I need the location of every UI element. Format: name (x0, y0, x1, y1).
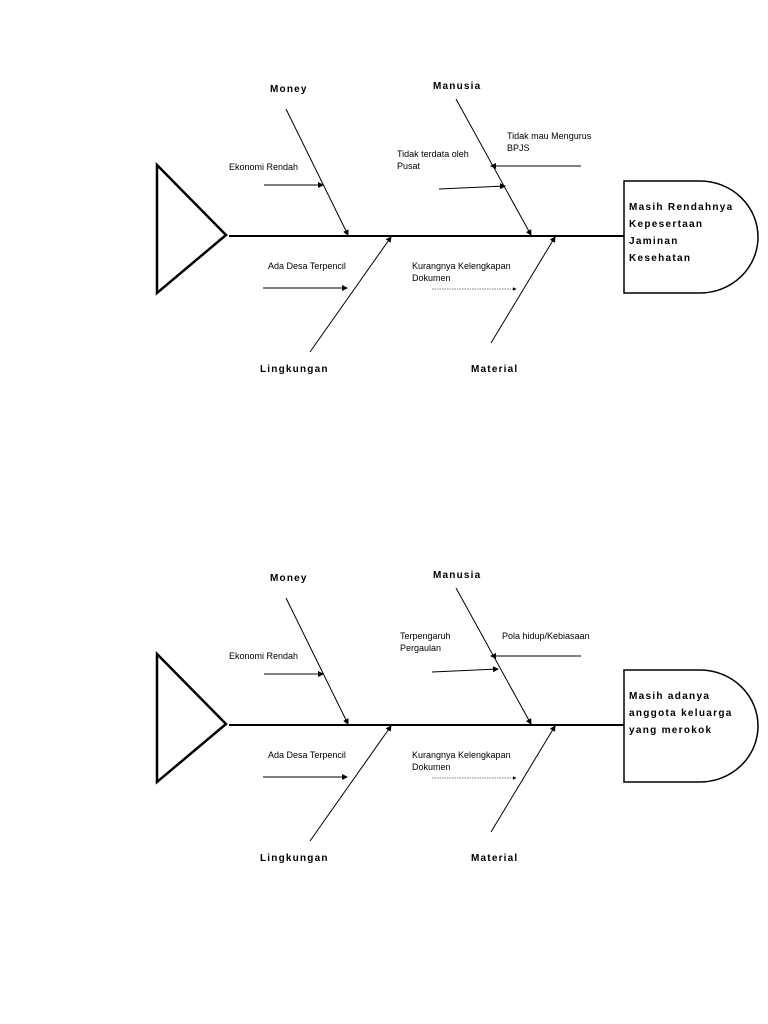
cause-label-manusia-left: Pusat (397, 161, 421, 171)
cause-arrow-manusia-left (438, 183, 506, 190)
cause-label-manusia-right: BPJS (507, 143, 530, 153)
bone-material (490, 725, 556, 833)
problem-statement-line: yang merokok (629, 725, 712, 736)
cause-label-manusia-right: Pola hidup/Kebiasaan (502, 631, 590, 641)
fishbone-diagram-1: Money Manusia Lingkungan Material Ekonom… (155, 81, 759, 375)
fish-head-box (623, 180, 759, 294)
category-label-lingkungan: Lingkungan (260, 853, 329, 864)
problem-statement-line: Masih Rendahnya (629, 202, 734, 213)
fish-tail (155, 650, 228, 785)
fish-tail (155, 161, 228, 296)
cause-label-manusia-left: Tidak terdata oleh (397, 149, 469, 159)
category-label-lingkungan: Lingkungan (260, 364, 329, 375)
cause-label-manusia-left: Terpengaruh (400, 631, 451, 641)
cause-label-lingkungan: Ada Desa Terpencil (268, 261, 346, 271)
cause-arrow-manusia-left (431, 666, 499, 673)
cause-label-material: Kurangnya Kelengkapan (412, 261, 511, 271)
cause-label-material: Dokumen (412, 762, 451, 772)
bone-lingkungan (309, 236, 392, 353)
cause-label-money: Ekonomi Rendah (229, 651, 298, 661)
cause-label-material: Dokumen (412, 273, 451, 283)
cause-label-money: Ekonomi Rendah (229, 162, 298, 172)
fish-head-box (623, 669, 759, 783)
bone-money (285, 108, 349, 236)
cause-label-lingkungan: Ada Desa Terpencil (268, 750, 346, 760)
cause-label-manusia-left: Pergaulan (400, 643, 441, 653)
problem-statement-line: Jaminan (629, 236, 679, 247)
category-label-manusia: Manusia (433, 81, 481, 92)
cause-label-material: Kurangnya Kelengkapan (412, 750, 511, 760)
category-label-manusia: Manusia (433, 570, 481, 581)
category-label-material: Material (471, 853, 518, 864)
problem-statement-line: Kepesertaan (629, 219, 703, 230)
bone-lingkungan (309, 725, 392, 842)
fishbone-diagram-2: Money Manusia Lingkungan Material Ekonom… (155, 570, 759, 864)
problem-statement-line: Masih adanya (629, 691, 710, 702)
problem-statement-line: anggota keluarga (629, 708, 733, 719)
cause-label-manusia-right: Tidak mau Mengurus (507, 131, 592, 141)
category-label-money: Money (270, 84, 308, 95)
category-label-money: Money (270, 573, 308, 584)
problem-statement-line: Kesehatan (629, 253, 691, 264)
bone-manusia (455, 98, 532, 236)
bone-money (285, 597, 349, 725)
category-label-material: Material (471, 364, 518, 375)
bone-material (490, 236, 556, 344)
